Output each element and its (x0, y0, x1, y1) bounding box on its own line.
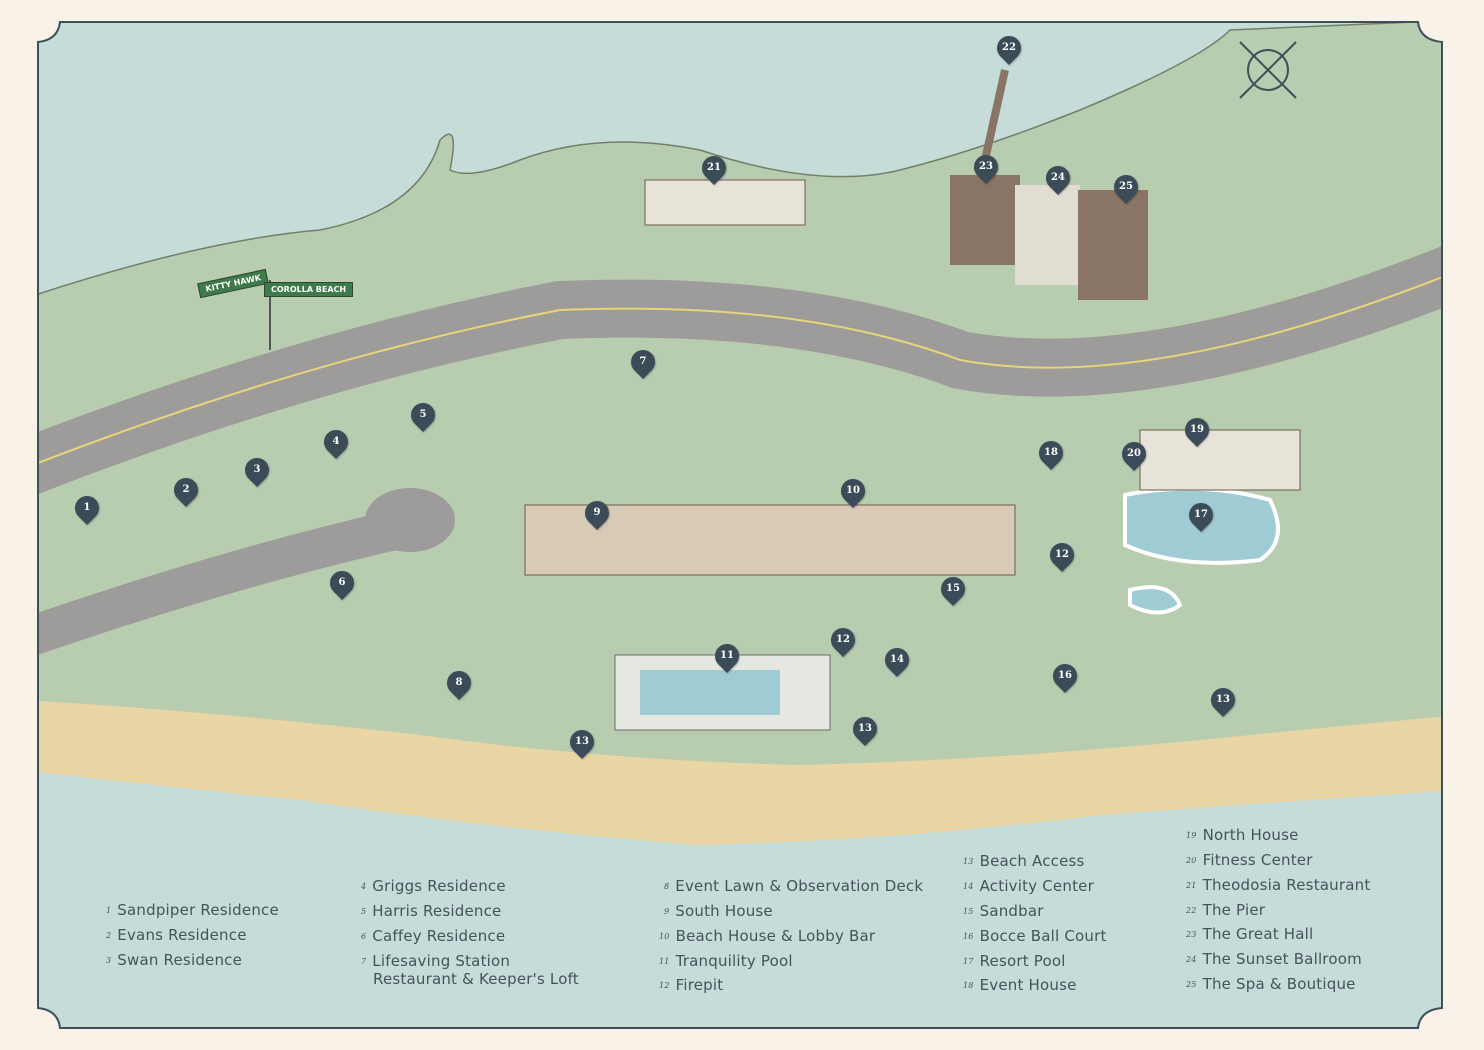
map-marker[interactable]: 11 (710, 639, 744, 673)
marker-number: 4 (332, 436, 340, 447)
map-marker[interactable]: 2 (169, 473, 203, 507)
map-marker[interactable]: 21 (697, 151, 731, 185)
marker-number: 10 (846, 485, 860, 496)
marker-number: 13 (858, 723, 872, 734)
map-marker[interactable]: 9 (580, 496, 614, 530)
map-marker[interactable]: 14 (880, 643, 914, 677)
marker-number: 17 (1194, 509, 1208, 520)
marker-number: 9 (593, 507, 601, 518)
marker-number: 2 (182, 484, 190, 495)
marker-number: 6 (338, 577, 346, 588)
map-marker[interactable]: 13 (565, 725, 599, 759)
map-marker[interactable]: 18 (1034, 436, 1068, 470)
map-marker[interactable]: 12 (1045, 538, 1079, 572)
marker-number: 13 (1216, 694, 1230, 705)
marker-number: 12 (836, 634, 850, 645)
marker-number: 25 (1119, 181, 1133, 192)
marker-number: 19 (1190, 424, 1204, 435)
corolla-beach-sign: COROLLA BEACH (264, 282, 354, 297)
map-marker[interactable]: 6 (325, 566, 359, 600)
marker-number: 18 (1044, 447, 1058, 458)
map-marker[interactable]: 24 (1041, 161, 1075, 195)
compass-icon (1239, 41, 1297, 99)
marker-number: 21 (707, 162, 721, 173)
map-marker[interactable]: 3 (240, 453, 274, 487)
map-marker[interactable]: 8 (442, 666, 476, 700)
map-marker[interactable]: 13 (1206, 683, 1240, 717)
marker-number: 12 (1055, 549, 1069, 560)
map-marker[interactable]: 19 (1180, 413, 1214, 447)
marker-number: 20 (1127, 448, 1141, 459)
map-marker[interactable]: 22 (992, 31, 1026, 65)
map-marker[interactable]: 1 (70, 491, 104, 525)
marker-number: 3 (253, 464, 261, 475)
map-frame (37, 21, 1443, 1029)
map-marker[interactable]: 5 (406, 398, 440, 432)
marker-number: 13 (575, 736, 589, 747)
map-marker[interactable]: 17 (1184, 498, 1218, 532)
marker-number: 15 (946, 583, 960, 594)
marker-number: 8 (455, 677, 463, 688)
map-marker[interactable]: 12 (826, 623, 860, 657)
marker-number: 22 (1002, 42, 1016, 53)
marker-number: 5 (419, 409, 427, 420)
marker-number: 24 (1051, 172, 1065, 183)
marker-number: 1 (83, 502, 91, 513)
map-marker[interactable]: 16 (1048, 659, 1082, 693)
map-marker[interactable]: 23 (969, 150, 1003, 184)
map-marker[interactable]: 25 (1109, 170, 1143, 204)
map-marker[interactable]: 10 (836, 474, 870, 508)
marker-number: 14 (890, 654, 904, 665)
marker-number: 7 (639, 356, 647, 367)
beach (38, 700, 1442, 845)
map-marker[interactable]: 13 (848, 712, 882, 746)
map-marker[interactable]: 15 (936, 572, 970, 606)
marker-number: 16 (1058, 670, 1072, 681)
marker-number: 11 (720, 650, 734, 661)
map-marker[interactable]: 20 (1117, 437, 1151, 471)
marker-number: 23 (979, 161, 993, 172)
map-marker[interactable]: 7 (626, 345, 660, 379)
map-marker[interactable]: 4 (319, 425, 353, 459)
